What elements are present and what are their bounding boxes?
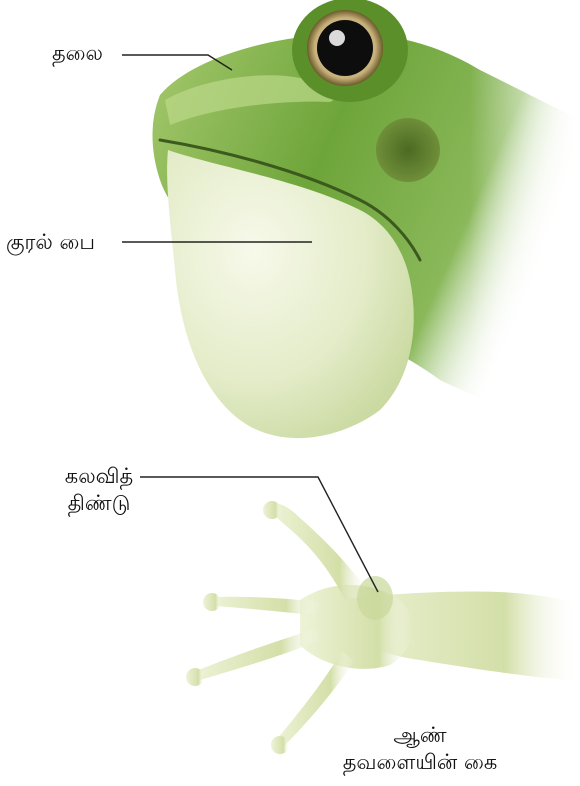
label-vocal-sac: குரல் பை [6,229,95,256]
label-male-hand: ஆண் தவளையின் கை [330,722,510,776]
label-head: தலை [52,40,103,67]
frog-hand [186,501,580,754]
frog-eye [292,0,408,102]
finger-1 [269,503,370,600]
tympanum [376,118,440,182]
frog-head [153,0,580,450]
nuptial-pad [357,576,393,620]
finger-3 [191,628,320,681]
label-nuptial-pad: கலவித் திண்டு [60,463,138,517]
